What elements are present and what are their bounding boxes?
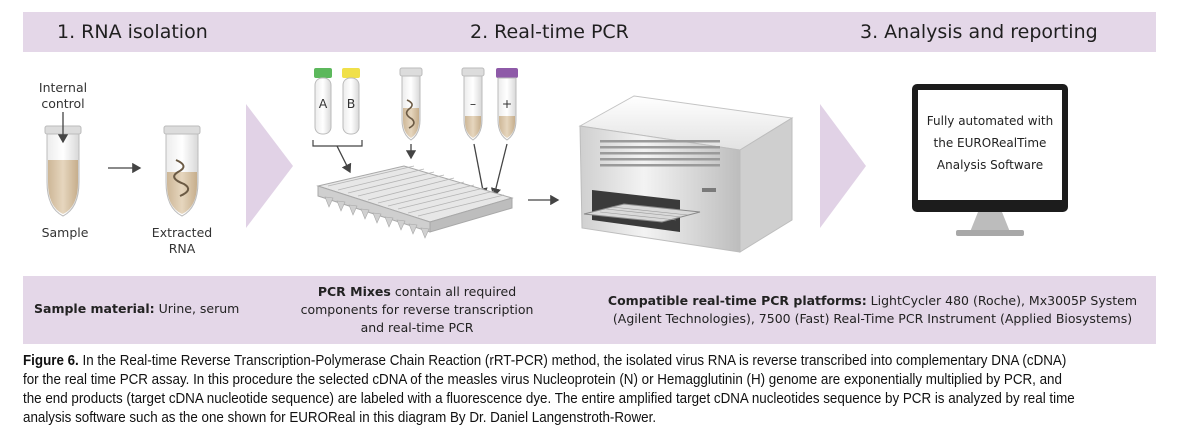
platforms-label: Compatible real-time PCR platforms: — [607, 293, 867, 308]
rt-pcr-workflow-diagram: 1. RNA isolation 2. Real-time PCR 3. Ana… — [23, 12, 1156, 344]
caption-label: Figure 6. — [23, 353, 79, 369]
monitor-icon — [912, 84, 1068, 236]
pcr-plate-icon — [316, 165, 514, 239]
caption-text: In the Real-time Reverse Transcription-P… — [23, 353, 1075, 426]
sample-label: Sample — [41, 225, 89, 240]
tube-a-label: A — [318, 96, 328, 111]
step1-title: 1. RNA isolation — [57, 21, 208, 43]
internal-control-label: Internal control — [38, 80, 88, 111]
negative-control-tube-icon — [461, 67, 485, 141]
extracted-rna-label: Extracted RNA — [151, 225, 213, 256]
tube-a-icon — [314, 68, 332, 135]
step2-title: 2. Real-time PCR — [470, 21, 629, 43]
chevron-arrow-2 — [820, 104, 866, 228]
extracted-rna-tube-icon — [163, 125, 201, 217]
pcr-mixes-label: PCR Mixes — [317, 284, 391, 299]
tube-plus-label: + — [501, 96, 513, 111]
figure-caption: Figure 6. In the Real-time Reverse Trans… — [23, 352, 1083, 428]
pcr-mixes-value: contain all required components for reve… — [300, 284, 534, 335]
platforms-value: LightCycler 480 (Roche), Mx3005P System … — [612, 293, 1138, 326]
sample-material-info: Sample material: Urine, serum — [34, 300, 244, 318]
tube-b-label: B — [346, 96, 356, 111]
header-band — [23, 12, 1156, 52]
footer-band — [23, 276, 1156, 344]
positive-control-tube-icon — [496, 68, 518, 141]
pcr-mixes-info: PCR Mixes contain all required component… — [292, 283, 542, 337]
pcr-instrument-icon — [578, 95, 794, 253]
tube-b-icon — [342, 68, 360, 135]
illustrations — [44, 67, 1068, 253]
rna-sample-tube-icon — [399, 67, 423, 141]
chevron-arrow-1 — [246, 104, 293, 228]
monitor-screen-text: Fully automated with the EURORealTime An… — [926, 114, 1054, 172]
tube-minus-label: – — [469, 96, 477, 111]
sample-material-value: Urine, serum — [158, 301, 240, 316]
step3-title: 3. Analysis and reporting — [860, 21, 1098, 43]
sample-material-label: Sample material: — [34, 301, 155, 316]
platforms-info: Compatible real-time PCR platforms: Ligh… — [600, 292, 1145, 328]
